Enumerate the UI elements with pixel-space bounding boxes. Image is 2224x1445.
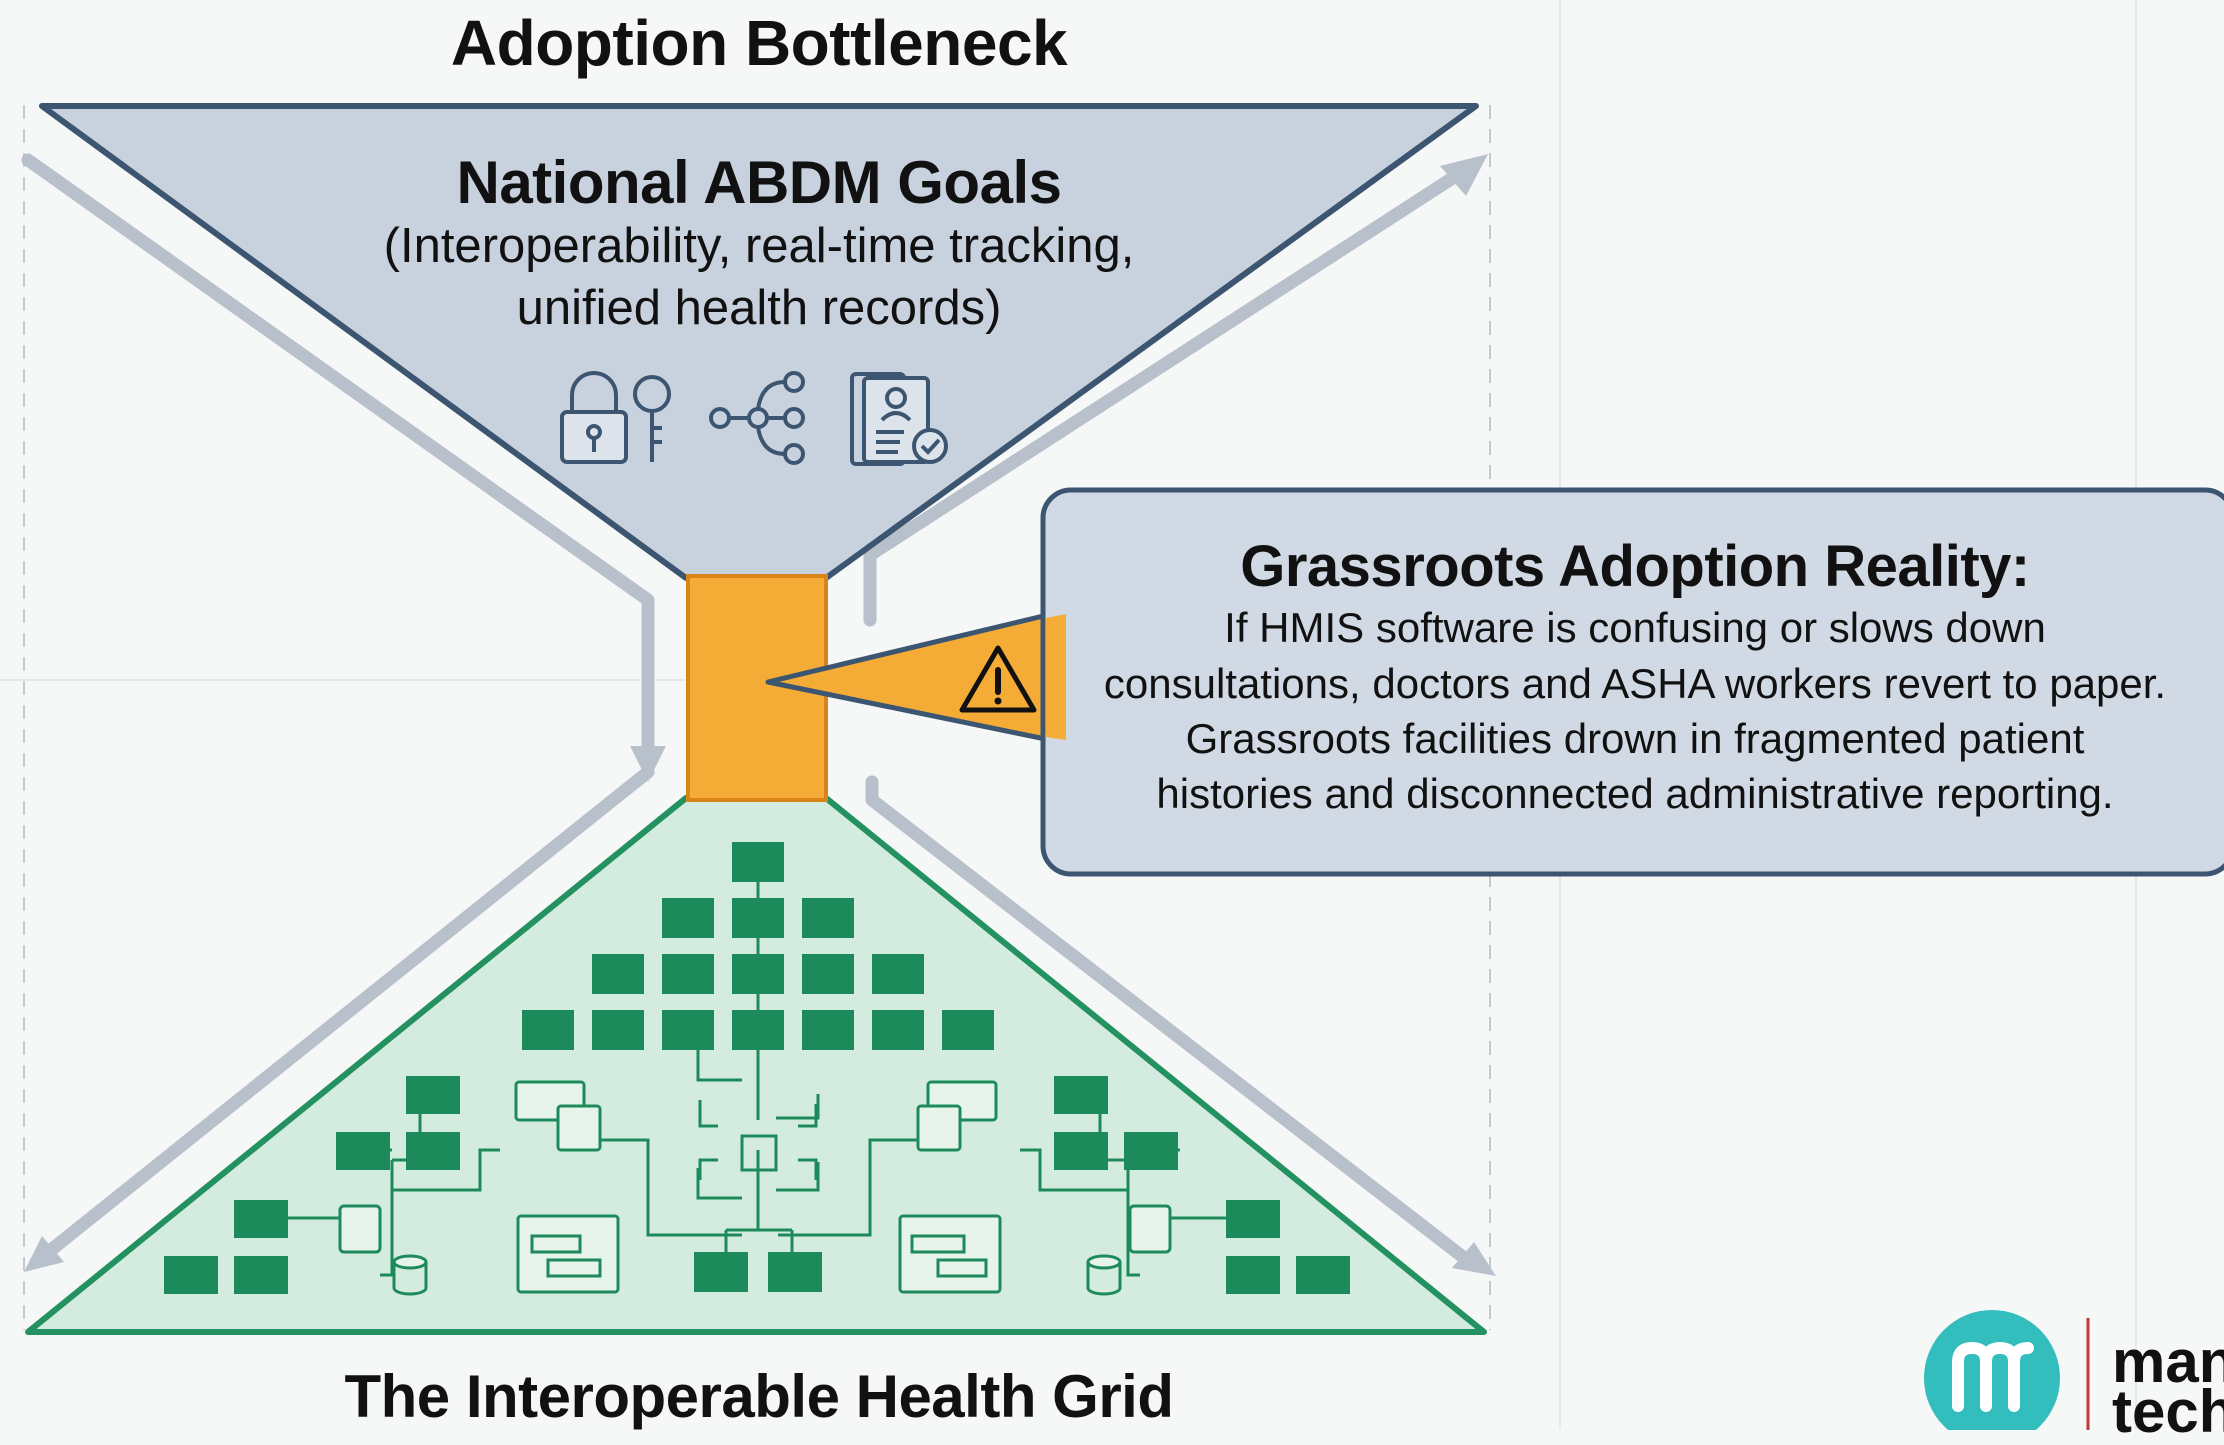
lock-and-key-icon bbox=[560, 371, 671, 464]
arrow-left-in bbox=[21, 153, 655, 759]
grid-node bbox=[336, 1132, 390, 1170]
callout-text-line: If HMIS software is confusing or slows d… bbox=[1224, 604, 2046, 651]
grid-node bbox=[732, 954, 784, 994]
arrow-left-out bbox=[29, 765, 655, 1269]
grid-node bbox=[662, 954, 714, 994]
top-section-title: National ABDM Goals bbox=[456, 149, 1062, 216]
grid-node bbox=[1054, 1132, 1108, 1170]
form-node-right-b bbox=[916, 1104, 962, 1152]
callout-text-line: histories and disconnected administrativ… bbox=[1156, 770, 2114, 817]
arrowhead-down-left bbox=[24, 1236, 64, 1272]
arrow-right-out bbox=[863, 163, 1472, 627]
arrowhead-up-right bbox=[1440, 154, 1488, 196]
callout-text-line: consultations, doctors and ASHA workers … bbox=[1103, 660, 2167, 707]
arrowhead-down-right bbox=[1452, 1242, 1496, 1276]
arrow-right-in bbox=[865, 775, 1479, 1271]
logo-wordmark-line2: tech bbox=[2112, 1378, 2224, 1445]
server-node-left bbox=[338, 1204, 382, 1254]
callout-box bbox=[1040, 487, 2224, 877]
grid-node bbox=[802, 898, 854, 938]
grid-node bbox=[592, 954, 644, 994]
top-section-subtitle-line2: unified health records) bbox=[516, 281, 1002, 335]
health-grid bbox=[164, 842, 1350, 1296]
grid-node bbox=[234, 1200, 288, 1238]
grid-node bbox=[802, 1010, 854, 1050]
grid-node bbox=[732, 1010, 784, 1050]
grid-node bbox=[592, 1010, 644, 1050]
grid-node bbox=[732, 842, 784, 882]
grid-node bbox=[768, 1252, 822, 1292]
grid-node bbox=[406, 1076, 460, 1114]
grid-node bbox=[872, 954, 924, 994]
grid-node bbox=[662, 898, 714, 938]
server-node-right bbox=[1128, 1204, 1172, 1254]
grid-node bbox=[1054, 1076, 1108, 1114]
warning-icon bbox=[959, 645, 1037, 713]
grid-node bbox=[1226, 1200, 1280, 1238]
grid-node bbox=[234, 1256, 288, 1294]
grid-node bbox=[164, 1256, 218, 1294]
grid-node bbox=[694, 1252, 748, 1292]
grid-node bbox=[732, 898, 784, 938]
grid-node bbox=[522, 1010, 574, 1050]
form-node-left-c bbox=[516, 1214, 620, 1294]
database-node-left bbox=[392, 1254, 428, 1270]
brand-logo bbox=[1924, 1310, 2090, 1430]
grid-node bbox=[942, 1010, 994, 1050]
database-node-right bbox=[1086, 1254, 1122, 1270]
bottom-section-title: The Interoperable Health Grid bbox=[344, 1363, 1175, 1430]
grid-node bbox=[406, 1132, 460, 1170]
logo-wordmark-line1: man bbox=[2112, 1328, 2224, 1395]
grid-node bbox=[802, 954, 854, 994]
callout-text-line: Grassroots facilities drown in fragmente… bbox=[1185, 715, 2085, 762]
grid-node bbox=[1226, 1256, 1280, 1294]
form-node-right-c bbox=[898, 1214, 1002, 1294]
flow-arrows bbox=[21, 153, 1479, 1271]
form-node-left-b bbox=[556, 1104, 602, 1152]
grid-node bbox=[662, 1010, 714, 1050]
grid-node bbox=[1124, 1132, 1178, 1170]
arrowhead-down bbox=[630, 746, 666, 782]
hub-node bbox=[740, 1134, 778, 1172]
grid-node bbox=[872, 1010, 924, 1050]
top-section-subtitle-line1: (Interoperability, real-time tracking, bbox=[383, 219, 1135, 273]
network-share-icon bbox=[709, 371, 805, 465]
grid-node bbox=[1296, 1256, 1350, 1294]
callout-title: Grassroots Adoption Reality: bbox=[1240, 534, 2030, 599]
health-record-icon bbox=[850, 372, 948, 466]
diagram-title: Adoption Bottleneck bbox=[450, 7, 1068, 79]
arrow-heads bbox=[24, 154, 1496, 1276]
